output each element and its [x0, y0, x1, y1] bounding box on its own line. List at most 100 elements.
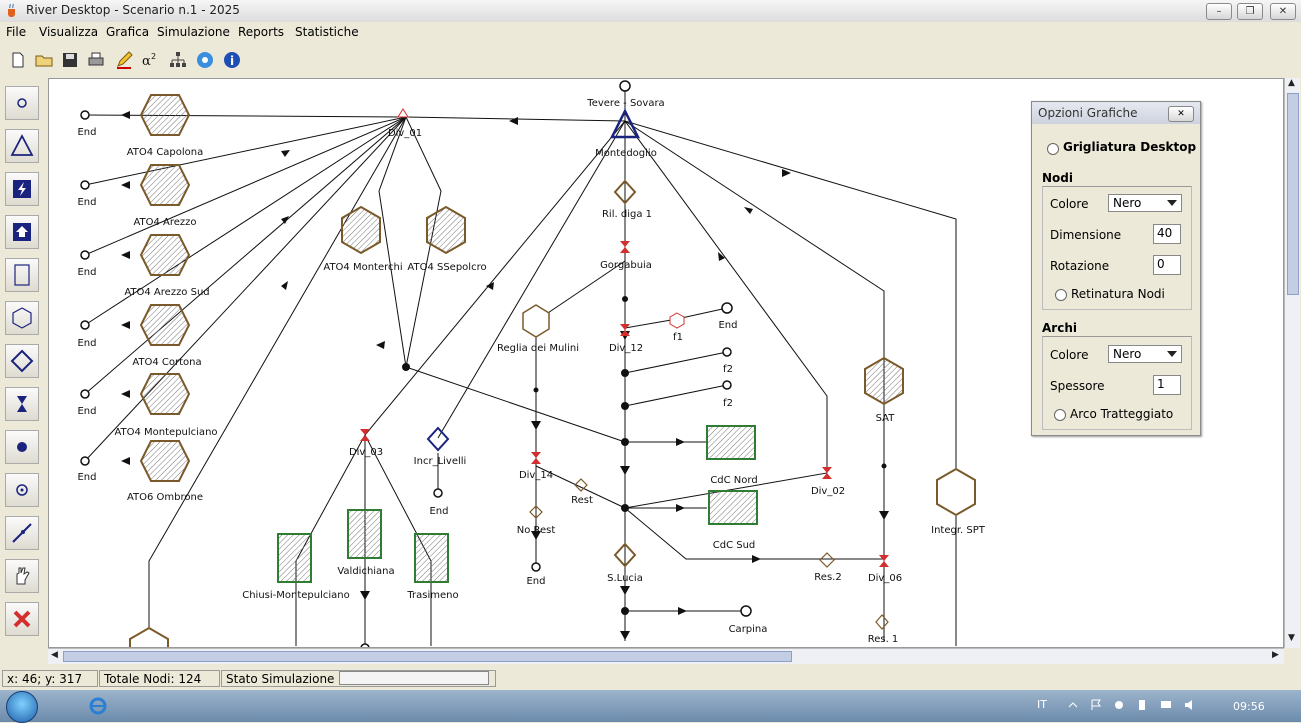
diagram-label: Incr_Livelli — [414, 456, 467, 467]
palette-lightning-button[interactable] — [5, 172, 39, 206]
arcs-color-label: Colore — [1050, 348, 1089, 362]
palette-dot-button[interactable] — [5, 430, 39, 464]
delete-icon — [13, 610, 31, 628]
diagram-label: ATO4 SSepolcro — [407, 262, 486, 273]
vertical-scrollbar[interactable]: ▲ ▼ — [1284, 78, 1300, 648]
diagram-label: f2 — [723, 398, 733, 409]
diagram-label: Div_02 — [811, 486, 845, 497]
network-icon[interactable] — [1160, 699, 1172, 711]
diagram-label: Reglia dei Mulini — [497, 343, 579, 354]
arcs-color-value: Nero — [1113, 347, 1142, 361]
palette-diamond-button[interactable] — [5, 344, 39, 378]
menu-grafica[interactable]: Grafica — [106, 25, 150, 39]
palette-ring-button[interactable] — [5, 473, 39, 507]
rectangle-node-icon — [14, 264, 30, 286]
diagram-label: Tevere - Sovara — [586, 98, 664, 109]
diagram-label: ATO4 Montepulciano — [114, 427, 217, 438]
save-icon[interactable] — [60, 50, 80, 70]
diagram-label: Carpina — [729, 624, 768, 635]
settings-gear-icon[interactable] — [195, 50, 215, 70]
thickness-label: Spessore — [1050, 379, 1105, 393]
menu-statistiche[interactable]: Statistiche — [295, 25, 359, 39]
simulation-state-label: Stato Simulazione — [221, 670, 496, 687]
flag-icon[interactable] — [1090, 699, 1102, 711]
dot-node-icon — [17, 442, 27, 452]
hand-tool-icon — [16, 567, 30, 585]
size-field[interactable]: 40 — [1153, 224, 1181, 244]
pencil-icon[interactable] — [114, 50, 134, 70]
diagram-label: Montedoglio — [595, 148, 657, 159]
tray-arrow-icon[interactable] — [1067, 699, 1079, 711]
diagram-label: Integr. SPT — [931, 525, 986, 536]
arcs-color-select[interactable]: Nero — [1108, 345, 1182, 363]
scroll-right-icon[interactable]: ▶ — [1272, 650, 1279, 660]
tray-tools-icon[interactable] — [1113, 699, 1125, 711]
diagram-label: Gorgabuia — [600, 260, 652, 271]
diagram-label: ATO4 Arezzo Sud — [124, 287, 209, 298]
dashed-radio[interactable] — [1054, 409, 1066, 421]
arc-tool-icon — [12, 523, 32, 543]
new-file-icon[interactable] — [8, 50, 28, 70]
rotation-label: Rotazione — [1050, 259, 1110, 273]
palette-hexagon-button[interactable] — [5, 301, 39, 335]
close-button[interactable]: ✕ — [1270, 3, 1296, 20]
scroll-down-icon[interactable]: ▼ — [1288, 633, 1295, 643]
hierarchy-icon[interactable] — [168, 50, 188, 70]
diagram-label: Div_06 — [868, 573, 902, 584]
rotation-field[interactable]: 0 — [1153, 255, 1181, 275]
info-icon[interactable]: i — [222, 50, 242, 70]
clock[interactable]: 09:56 — [1233, 700, 1265, 713]
start-button[interactable] — [6, 691, 38, 723]
svg-text:α: α — [142, 54, 151, 69]
hexagon-node-icon — [12, 307, 32, 329]
palette-hourglass-button[interactable] — [5, 387, 39, 421]
menu-reports[interactable]: Reports — [238, 25, 285, 39]
thickness-field[interactable]: 1 — [1153, 375, 1181, 395]
triangle-node-icon — [10, 134, 34, 156]
language-indicator[interactable]: IT — [1037, 698, 1047, 711]
horizontal-scrollbar[interactable]: ◀ ▶ — [48, 648, 1284, 664]
palette-hand-button[interactable] — [5, 559, 39, 593]
menu-visualizza[interactable]: Visualizza — [39, 25, 99, 39]
diagram-label: End — [77, 197, 96, 208]
scroll-left-icon[interactable]: ◀ — [51, 650, 58, 660]
palette-circle-button[interactable] — [5, 86, 39, 120]
menu-file[interactable]: File — [6, 25, 27, 39]
palette-triangle-button[interactable] — [5, 129, 39, 163]
volume-icon[interactable] — [1184, 699, 1196, 711]
internet-explorer-icon[interactable] — [88, 696, 108, 716]
diagram-label: Valdichiana — [337, 566, 394, 577]
hatch-radio[interactable] — [1055, 289, 1067, 301]
usb-device-icon[interactable] — [1136, 699, 1148, 711]
hourglass-node-icon — [17, 396, 27, 412]
maximize-button[interactable]: ❐ — [1237, 3, 1263, 20]
diagram-label: End — [77, 472, 96, 483]
nodes-color-select[interactable]: Nero — [1108, 194, 1182, 212]
palette-arc-button[interactable] — [5, 516, 39, 550]
palette-house-button[interactable] — [5, 215, 39, 249]
vertical-scroll-thumb[interactable] — [1287, 93, 1299, 295]
window-title: River Desktop - Scenario n.1 - 2025 — [26, 3, 240, 17]
print-icon[interactable] — [86, 50, 106, 70]
diagram-label: CdC Sud — [713, 540, 756, 551]
diagram-label: Div_14 — [519, 470, 553, 481]
diagram-label: CdC Nord — [710, 475, 757, 486]
minimize-button[interactable]: – — [1206, 3, 1232, 20]
diagram-label: Div_01 — [388, 128, 422, 139]
scroll-up-icon[interactable]: ▲ — [1288, 78, 1295, 88]
nodes-section-title: Nodi — [1042, 171, 1073, 185]
palette-delete-button[interactable] — [5, 602, 39, 636]
panel-titlebar[interactable]: Opzioni Grafiche ✕ — [1032, 102, 1200, 124]
grid-radio[interactable] — [1047, 143, 1059, 155]
panel-close-button[interactable]: ✕ — [1168, 106, 1194, 122]
menu-simulazione[interactable]: Simulazione — [157, 25, 230, 39]
horizontal-scroll-thumb[interactable] — [63, 651, 792, 662]
diagram-label: Res.2 — [814, 572, 841, 583]
diagram-label: Div_12 — [609, 343, 643, 354]
diagram-label: S.Lucia — [607, 573, 643, 584]
palette-rectangle-button[interactable] — [5, 258, 39, 292]
open-folder-icon[interactable] — [34, 50, 54, 70]
diagram-label: End — [77, 406, 96, 417]
graphic-options-panel: Opzioni Grafiche ✕ Grigliatura Desktop N… — [1031, 101, 1201, 436]
